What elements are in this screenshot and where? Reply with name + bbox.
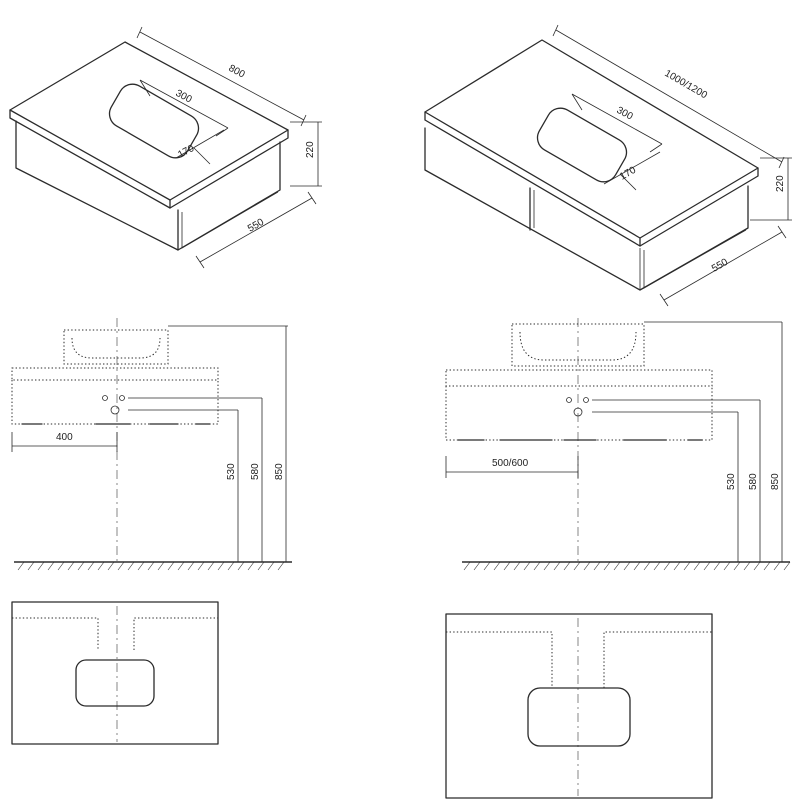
right-front-center-offset-dim: 500/600 [492, 458, 529, 469]
left-iso-basin-length-dim-line [139, 79, 229, 137]
right-front-height-850-dim: 850 [770, 473, 781, 490]
left-plan-basin [75, 659, 155, 707]
right-front-water-inlet-right [583, 397, 589, 403]
right-front-leader-lines [592, 321, 782, 413]
right-front-cabinet [445, 386, 713, 441]
left-iso-width-dim: 800 [227, 63, 247, 81]
left-front-elevation: 400 530 580 850 [11, 318, 292, 571]
right-isometric-view: 1000/1200 300 170 220 550 [424, 24, 792, 307]
right-iso-height-dim-line [750, 157, 792, 221]
right-iso-countertop-side [639, 167, 759, 247]
right-iso-basin-length-dim: 300 [615, 105, 635, 123]
left-iso-width-dim-line [136, 26, 307, 127]
right-plan-basin [527, 687, 631, 747]
left-iso-basin [108, 83, 200, 159]
right-front-floor-hatch [463, 561, 791, 571]
left-plan-view [11, 601, 219, 745]
right-front-basin [511, 323, 645, 367]
left-iso-countertop-front [9, 109, 171, 209]
right-iso-countertop-front [424, 111, 641, 247]
left-iso-countertop-side [169, 129, 289, 209]
right-iso-cabinet [424, 127, 749, 291]
right-front-height-530-dim: 530 [726, 473, 737, 490]
right-front-elevation: 500/600 530 580 850 [445, 318, 791, 571]
right-iso-basin-length-dim-line [571, 93, 663, 153]
right-iso-basin-width-dim-line [603, 151, 661, 191]
right-plan-cabinet-outline [446, 631, 712, 688]
right-front-height-580-dim: 580 [748, 473, 759, 490]
left-front-waste-outlet [110, 405, 120, 415]
left-front-countertop [11, 367, 219, 381]
left-iso-cabinet [15, 120, 281, 251]
right-front-countertop [445, 369, 713, 387]
left-front-cabinet [11, 380, 219, 425]
left-front-water-inlet-right [119, 395, 125, 401]
right-iso-countertop-top [424, 39, 759, 239]
left-iso-basin-length-dim: 300 [174, 88, 194, 106]
right-iso-depth-dim: 550 [710, 257, 730, 275]
right-iso-width-dim-line [552, 24, 785, 169]
right-front-water-inlet-left [566, 397, 572, 403]
left-front-water-inlet-left [102, 395, 108, 401]
left-isometric-view: 800 300 170 220 550 [9, 26, 322, 269]
right-front-waste-outlet [573, 407, 583, 417]
right-iso-basin-width-dim: 170 [618, 165, 638, 183]
left-front-height-580-dim: 580 [250, 463, 261, 480]
left-front-center-offset-dim: 400 [56, 432, 73, 443]
left-front-center-offset-dim-line [11, 432, 118, 452]
left-iso-countertop-top [9, 41, 289, 201]
right-plan-countertop [445, 613, 713, 799]
left-front-height-850-dim: 850 [274, 463, 285, 480]
right-iso-drawer-edge [533, 190, 747, 290]
left-iso-height-dim: 220 [305, 141, 316, 158]
left-iso-height-dim-line [290, 121, 322, 187]
right-front-center-offset-dim-line [445, 456, 579, 478]
left-iso-basin-width-dim: 170 [176, 143, 196, 161]
left-iso-depth-dim: 550 [246, 217, 266, 235]
left-front-floor-hatch [17, 561, 285, 571]
left-front-leader-lines [128, 325, 288, 411]
right-iso-height-dim: 220 [775, 175, 786, 192]
left-iso-depth-dim-line [195, 191, 317, 269]
right-iso-basin [536, 107, 628, 183]
right-plan-view [445, 613, 713, 799]
left-iso-basin-width-dim-line [175, 129, 225, 165]
right-iso-depth-dim-line [659, 225, 787, 307]
left-front-basin [63, 329, 169, 365]
left-front-height-530-dim: 530 [226, 463, 237, 480]
left-plan-cabinet-outline [12, 617, 218, 650]
left-plan-countertop [11, 601, 219, 745]
left-iso-drawer-edge [181, 191, 279, 249]
